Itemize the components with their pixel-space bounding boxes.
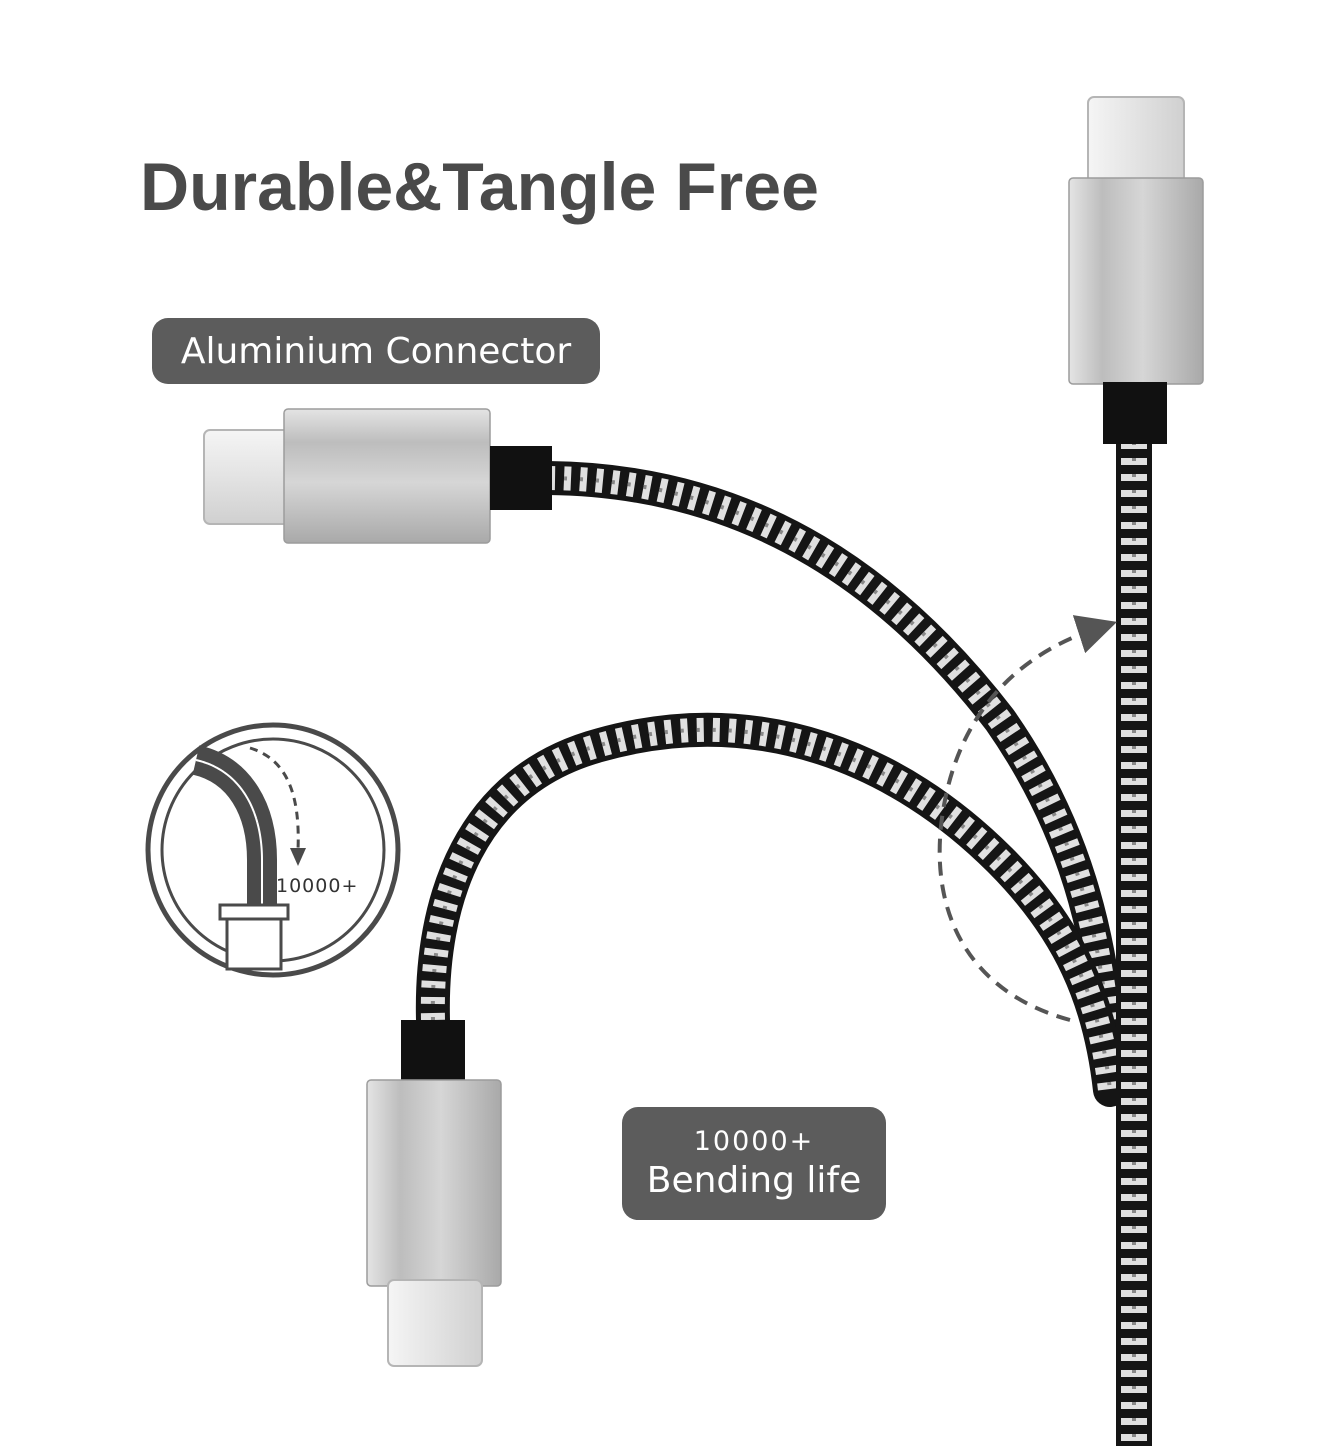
bending-count: 10000+ — [693, 1125, 815, 1157]
braided-cable-lower — [415, 712, 1127, 1107]
bending-life-text: Bending life — [646, 1159, 862, 1201]
headline: Durable&Tangle Free — [140, 149, 819, 225]
bend-test-icon: 10000+ — [145, 722, 401, 978]
usb-c-connector-vertical-lower — [366, 1020, 502, 1367]
badge-count: 10000+ — [276, 875, 358, 897]
connector-label-text: Aluminium Connector — [180, 330, 572, 372]
bending-life-label: 10000+ Bending life — [622, 1107, 886, 1220]
usb-c-connector-vertical-upper — [1068, 96, 1204, 444]
bend-arrow — [937, 615, 1118, 1022]
braided-cable-upper — [531, 461, 1129, 1097]
connector-label: Aluminium Connector — [152, 318, 600, 384]
usb-c-connector-horizontal — [203, 408, 552, 544]
